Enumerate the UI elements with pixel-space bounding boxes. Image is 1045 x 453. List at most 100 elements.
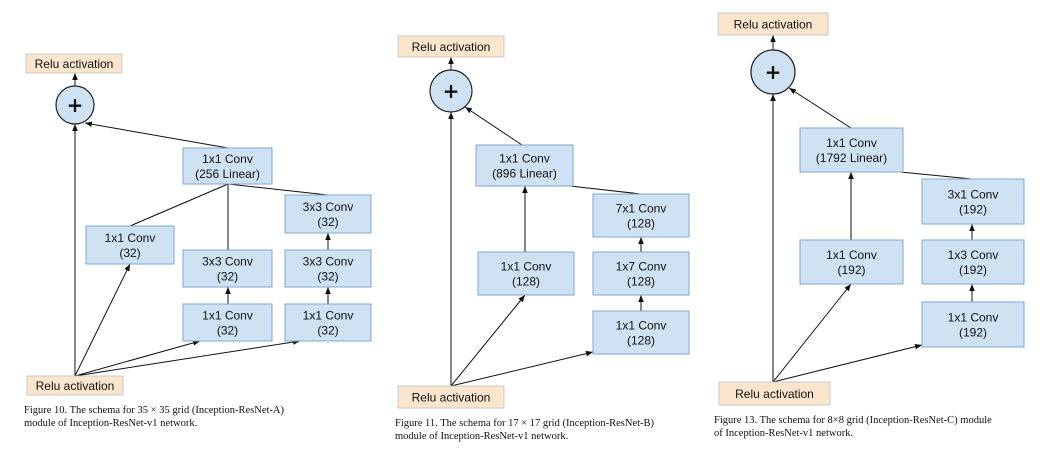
- connection-arrow: [74, 340, 201, 377]
- conv-box-shape: [475, 144, 574, 187]
- conv-box: 1x1 Conv(32): [85, 225, 175, 265]
- conv-box-shape: [182, 303, 273, 342]
- box-label: (128): [512, 275, 540, 289]
- box-label: (192): [959, 326, 987, 340]
- box-label: 3x1 Conv: [948, 188, 999, 202]
- add-circle: [429, 69, 473, 113]
- conv-box: 1x1 Conv(192): [921, 301, 1025, 348]
- connection-arrow: [464, 106, 523, 146]
- relu-activation-box-shape: [397, 35, 505, 58]
- edges-layer: [72, 35, 975, 387]
- box-label: Relu activation: [734, 18, 813, 32]
- caption-line: module of Inception-ResNet-v1 network.: [395, 431, 569, 442]
- conv-box: 1x1 Conv(32): [284, 303, 372, 342]
- conv-box: 1x3 Conv(192): [921, 239, 1025, 285]
- box-label: (192): [837, 263, 865, 277]
- conv-box-shape: [592, 193, 690, 238]
- figure-11-caption: Figure 11. The schema for 17 × 17 grid (…: [395, 417, 654, 443]
- relu-activation-box-shape: [25, 53, 123, 74]
- relu-activation-box: Relu activation: [397, 35, 505, 58]
- connection-arrow: [227, 183, 329, 196]
- plus-icon: +: [765, 60, 782, 84]
- relu-activation-box-shape: [717, 12, 829, 36]
- conv-box-shape: [921, 178, 1025, 225]
- conv-box-shape: [182, 147, 273, 185]
- connection-arrow: [84, 121, 229, 149]
- relu-activation-box: Relu activation: [397, 385, 505, 409]
- box-label: 3x3 Conv: [303, 255, 354, 269]
- connection-arrow: [569, 185, 642, 195]
- box-label: (32): [217, 270, 238, 284]
- conv-box-shape: [921, 239, 1025, 285]
- add-node: +: [55, 85, 95, 125]
- box-label: 1x1 Conv: [616, 319, 667, 333]
- box-label: 1x1 Conv: [501, 260, 552, 274]
- conv-box-shape: [799, 127, 904, 173]
- add-circle: [55, 85, 95, 125]
- box-label: 1x1 Conv: [948, 311, 999, 325]
- box-label: (192): [959, 263, 987, 277]
- conv-box: 7x1 Conv(128): [592, 193, 690, 238]
- connection-arrow: [450, 294, 526, 387]
- box-label: 3x3 Conv: [202, 255, 253, 269]
- box-label: 3x3 Conv: [303, 200, 354, 214]
- conv-box-shape: [284, 249, 372, 288]
- connection-arrow: [772, 283, 852, 383]
- box-label: 7x1 Conv: [616, 202, 667, 216]
- box-label: (128): [627, 275, 655, 289]
- conv-box: 3x1 Conv(192): [921, 178, 1025, 225]
- box-label: (32): [317, 215, 338, 229]
- box-label: (32): [317, 270, 338, 284]
- box-label: 1x1 Conv: [826, 136, 877, 150]
- connection-arrow: [899, 171, 973, 180]
- box-label: 1x1 Conv: [499, 152, 550, 166]
- box-label: Relu activation: [36, 379, 115, 393]
- box-label: 1x1 Conv: [202, 152, 253, 166]
- box-label: (32): [317, 324, 338, 338]
- connection-arrow: [772, 343, 923, 383]
- conv-box-shape: [592, 251, 690, 296]
- conv-box-shape: [921, 301, 1025, 348]
- connection-arrow: [129, 183, 229, 227]
- conv-box-shape: [592, 310, 690, 355]
- box-label: (128): [627, 334, 655, 348]
- conv-box: 3x3 Conv(32): [284, 249, 372, 288]
- conv-box: 3x3 Conv(32): [284, 194, 372, 234]
- relu-activation-box: Relu activation: [25, 53, 123, 74]
- relu-activation-box: Relu activation: [718, 381, 831, 406]
- conv-box: 1x1 Conv(896 Linear): [475, 144, 574, 187]
- caption-line: of Inception-ResNet-v1 network.: [714, 428, 854, 439]
- relu-activation-box: Relu activation: [717, 12, 829, 36]
- box-label: 1x7 Conv: [616, 260, 667, 274]
- relu-activation-box-shape: [718, 381, 831, 406]
- conv-box-shape: [85, 225, 175, 265]
- box-label: Relu activation: [412, 40, 491, 54]
- relu-activation-box: Relu activation: [26, 375, 124, 396]
- conv-box: 1x7 Conv(128): [592, 251, 690, 296]
- box-label: (896 Linear): [492, 167, 557, 181]
- caption-line: Figure 13. The schema for 8×8 grid (Ince…: [714, 415, 992, 426]
- figure-10-caption: Figure 10. The schema for 35 × 35 grid (…: [24, 404, 284, 430]
- box-label: 1x1 Conv: [105, 231, 156, 245]
- conv-box-shape: [284, 194, 372, 234]
- box-label: (32): [119, 246, 140, 260]
- box-label: Relu activation: [412, 391, 491, 405]
- conv-box: 3x3 Conv(32): [182, 249, 273, 288]
- conv-box: 1x1 Conv(1792 Linear): [799, 127, 904, 173]
- connection-arrow: [450, 350, 594, 387]
- relu-activation-box-shape: [397, 385, 505, 409]
- box-label: (192): [959, 203, 987, 217]
- caption-line: module of Inception-ResNet-v1 network.: [24, 418, 198, 429]
- connection-arrow: [74, 263, 131, 377]
- box-label: (128): [627, 217, 655, 231]
- caption-line: Figure 10. The schema for 35 × 35 grid (…: [24, 405, 284, 416]
- conv-box-shape: [182, 249, 273, 288]
- add-node: +: [750, 49, 796, 95]
- box-label: 1x1 Conv: [826, 248, 877, 262]
- conv-box-shape: [799, 239, 904, 285]
- conv-box: 1x1 Conv(32): [182, 303, 273, 342]
- box-label: (256 Linear): [195, 167, 260, 181]
- box-label: 1x1 Conv: [202, 309, 253, 323]
- add-circle: [750, 49, 796, 95]
